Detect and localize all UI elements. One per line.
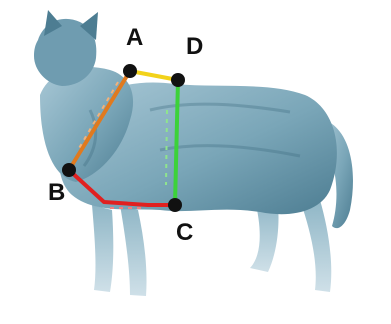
- point-c-label: C: [176, 219, 193, 246]
- point-b-label: B: [48, 179, 65, 206]
- segment-a-d: [130, 71, 178, 80]
- dog-front-leg-right: [120, 205, 147, 296]
- point-b-marker: [62, 163, 76, 177]
- point-d-label: D: [186, 33, 203, 60]
- point-a-marker: [123, 64, 137, 78]
- dog-rear-leg-right: [300, 200, 331, 292]
- point-c-marker: [168, 198, 182, 212]
- dog-front-leg-left: [92, 205, 113, 292]
- point-d-marker: [171, 73, 185, 87]
- segment-d-c-dashed: [166, 110, 167, 185]
- point-a-label: A: [126, 24, 143, 51]
